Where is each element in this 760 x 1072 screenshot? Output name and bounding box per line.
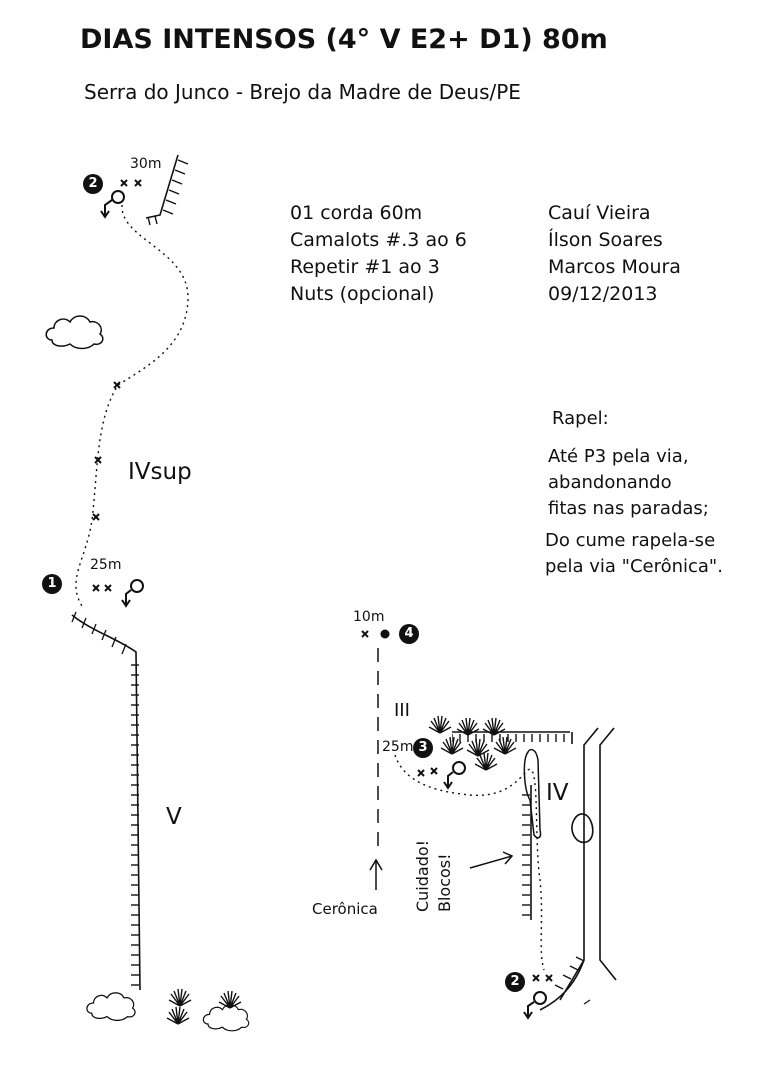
rappel-ring-icon: [100, 190, 125, 219]
route-line-left: [75, 204, 189, 607]
chimney-walls: [539, 727, 617, 1011]
belay-number-badge: 4: [399, 624, 419, 644]
rappel-line: pela via "Cerônica".: [545, 556, 723, 577]
rappel-ring-icon: [443, 761, 466, 790]
rappel-notes: Até P3 pela via, abandonando fitas nas p…: [545, 444, 723, 580]
belay-number-badge: 2: [83, 174, 103, 194]
corner-pillar: [522, 748, 542, 920]
warning-line: Cuidado!: [413, 839, 432, 912]
grade-label: IVsup: [128, 459, 192, 485]
rappel-ring-icon: [121, 579, 144, 608]
neighbor-route-label: Cerônica: [312, 900, 378, 918]
rappel-line: Até P3 pela via,: [548, 446, 689, 467]
pitch-length-label: 10m: [353, 609, 385, 625]
pitch-length-label: 25m: [382, 739, 414, 755]
credits-list: Cauí Vieira Ílson Soares Marcos Moura 09…: [548, 200, 681, 308]
gear-item: Nuts (opcional): [290, 283, 435, 305]
bush-icon: [202, 1004, 250, 1032]
gear-item: 01 corda 60m: [290, 202, 423, 224]
neighbor-route-line: [369, 648, 383, 890]
grade-label: III: [394, 700, 410, 721]
rappel-line: fitas nas paradas;: [548, 498, 709, 519]
belay-number-badge: 2: [505, 972, 525, 992]
belay-number-badge: 1: [42, 574, 62, 594]
warning-arrow: [469, 851, 514, 869]
ledge-vegetation: [428, 715, 517, 771]
grade-label: IV: [546, 780, 569, 806]
credit-item: Cauí Vieira: [548, 202, 651, 224]
credit-item: Ílson Soares: [548, 229, 663, 251]
rappel-line: abandonando: [548, 472, 672, 493]
rappel-ring-icon: [523, 991, 547, 1020]
grass-icon: [168, 988, 192, 1007]
rock-edge-upper: [145, 154, 189, 226]
bolts-left: [92, 179, 142, 592]
bolts-right-bottom: [532, 974, 553, 982]
rock-wall-main: [71, 611, 141, 991]
pitch-length-label: 30m: [130, 156, 162, 172]
rappel-line: Do cume rapela-se: [545, 530, 716, 551]
route-subtitle: Serra do Junco - Brejo da Madre de Deus/…: [84, 80, 521, 104]
bush-icon: [45, 315, 104, 350]
bush-icon: [86, 992, 136, 1022]
warning-label: Cuidado! Blocos!: [412, 840, 456, 912]
grass-icon: [166, 1006, 190, 1025]
belay-number-badge: 3: [413, 738, 433, 758]
ledge-wall: [452, 731, 573, 744]
gear-list: 01 corda 60m Camalots #.3 ao 6 Repetir #…: [290, 200, 467, 308]
credit-date: 09/12/2013: [548, 283, 658, 305]
credit-item: Marcos Moura: [548, 256, 681, 278]
pitch-length-label: 25m: [90, 557, 122, 573]
grade-label: V: [166, 804, 182, 830]
route-title: DIAS INTENSOS (4° V E2+ D1) 80m: [80, 24, 608, 55]
gear-item: Camalots #.3 ao 6: [290, 229, 467, 251]
route-line-right: [394, 754, 545, 971]
bolts-right-mid: [417, 767, 438, 777]
rappel-heading: Rapel:: [552, 408, 609, 429]
warning-line: Blocos!: [435, 853, 454, 912]
grass-icon: [218, 990, 242, 1009]
bolt-icon: [380, 629, 390, 639]
gear-item: Repetir #1 ao 3: [290, 256, 440, 278]
bolts-right-top: [361, 630, 369, 638]
